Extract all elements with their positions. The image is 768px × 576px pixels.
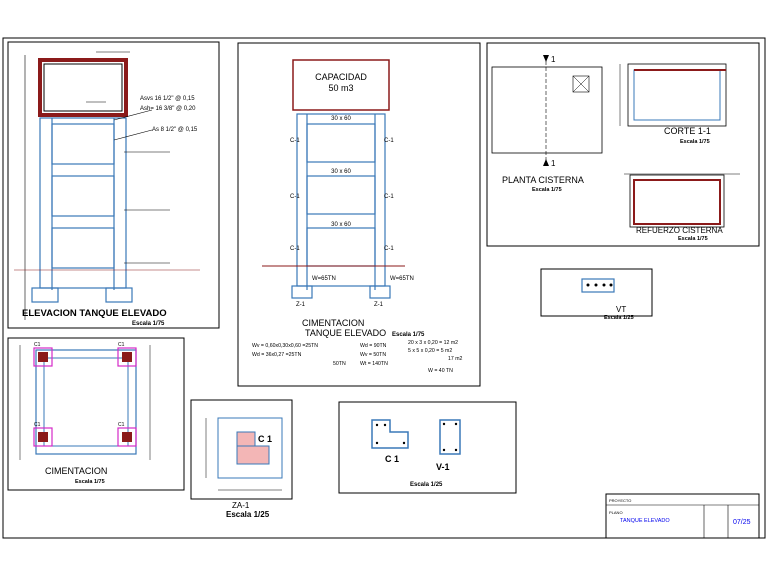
title-block-project-label: PROYECTO: [609, 498, 631, 503]
column-label: C-1: [290, 246, 300, 252]
panel-scale-vt: Escala 1/25: [604, 315, 634, 321]
panel-title-corte: CORTE 1-1: [664, 126, 711, 136]
panel-cimentacion-tanque: CAPACIDAD 50 m3 30 x 60 30 x 60 30 x 60 …: [237, 42, 481, 387]
panel-scale-c1-v1: Escala 1/25: [410, 482, 443, 488]
calc-cell: Wt = 140TN: [360, 361, 388, 367]
load-label-left: W=65TN: [312, 276, 336, 282]
calc-cell: Wd = 36x0,27 =25TN: [252, 352, 302, 358]
panel-elevacion: Asvs 16 1/2" @ 0,15 Ash= 16 3/8" @ 0,20 …: [7, 41, 220, 329]
panel-scale-corte: Escala 1/75: [680, 139, 710, 145]
panel-title-refuerzo: REFUERZO CISTERNA: [636, 226, 723, 235]
calc-cell: 50TN: [333, 361, 346, 367]
column-tag: C1: [118, 342, 125, 348]
panel-c1-v1: C 1 V-1 Escala 1/25: [338, 401, 517, 494]
panel-scale-refuerzo: Escala 1/75: [678, 236, 708, 242]
calc-cell: 5 x 5 x 0,20 = 5 m2: [408, 348, 452, 354]
panel-scale-planta: Escala 1/75: [532, 187, 562, 193]
beam-label-2: 30 x 60: [331, 169, 351, 175]
beam-label-1: 30 x 60: [331, 116, 351, 122]
panel-title-cimentacion-2: TANQUE ELEVADO: [305, 328, 386, 338]
column-tag: C1: [118, 422, 125, 428]
panel-vt: VT Escala 1/25: [540, 268, 653, 321]
title-block: PROYECTO PLANO TANQUE ELEVADO 07/25: [605, 493, 760, 539]
panel-title-cimentacion-plan: CIMENTACION: [45, 466, 107, 476]
calc-cell: Wv = 0,60x0,30x0,60 =25TN: [252, 343, 318, 349]
title-block-sheet-number: 07/25: [733, 519, 751, 526]
column-label: C-1: [384, 194, 394, 200]
panel-za: C 1 ZA-1 Escala 1/25: [190, 399, 293, 519]
rebar-note-3: As 8 1/2" @ 0,15: [152, 127, 198, 133]
panel-cisterna: 1 1 PLANTA CISTERNA Escala 1/75 CORTE 1-…: [486, 42, 760, 247]
panel-title-vt: VT: [616, 305, 626, 314]
panel-cimentacion-plan: C1 C1 C1 C1 CIMENTACION Escala 1/75: [7, 337, 185, 491]
column-label: C-1: [384, 246, 394, 252]
column-label: C-1: [290, 194, 300, 200]
panel-scale-cimentacion: Escala 1/75: [392, 332, 425, 338]
panel-title-planta: PLANTA CISTERNA: [502, 175, 584, 185]
footing-label-left: Z-1: [296, 302, 306, 308]
panel-title-elevacion: ELEVACION TANQUE ELEVADO: [22, 308, 167, 319]
tank-capacity-box: [292, 59, 390, 111]
panel-scale-elevacion: Escala 1/75: [132, 321, 165, 327]
rebar-note-1: Asvs 16 1/2" @ 0,15: [140, 96, 195, 102]
column-tag: C1: [34, 422, 41, 428]
title-block-sheet-name: TANQUE ELEVADO: [620, 518, 670, 524]
section-mark-bottom: 1: [551, 159, 556, 168]
capacity-value: 50 m3: [328, 83, 353, 93]
section-mark-top: 1: [551, 55, 556, 64]
column-label: C-1: [384, 138, 394, 144]
panel-scale-cimentacion-plan: Escala 1/75: [75, 479, 105, 485]
calc-total: W = 40 TN: [428, 368, 453, 374]
calc-cell: Wv = 50TN: [360, 352, 386, 358]
calc-cell: 20 x 3 x 0,20 = 12 m2: [408, 340, 458, 346]
panel-title-za: ZA-1: [232, 501, 250, 510]
load-label-right: W=65TN: [390, 276, 414, 282]
rebar-note-2: Ash= 16 3/8" @ 0,20: [140, 106, 196, 112]
calc-cell: Wd = 90TN: [360, 343, 387, 349]
footing-label-right: Z-1: [374, 302, 384, 308]
capacity-label: CAPACIDAD: [315, 72, 367, 82]
c1-section-label: C 1: [385, 454, 399, 464]
za-column-label: C 1: [258, 434, 272, 444]
column-label: C-1: [290, 138, 300, 144]
tank-body: [38, 58, 128, 117]
title-block-plan-label: PLANO: [609, 510, 623, 515]
calc-cell: 17 m2: [448, 356, 463, 362]
column-tag: C1: [34, 342, 41, 348]
panel-scale-za: Escala 1/25: [226, 510, 270, 519]
panel-title-cimentacion-1: CIMENTACION: [302, 318, 364, 328]
beam-label-3: 30 x 60: [331, 222, 351, 228]
v1-section-label: V-1: [436, 462, 450, 472]
